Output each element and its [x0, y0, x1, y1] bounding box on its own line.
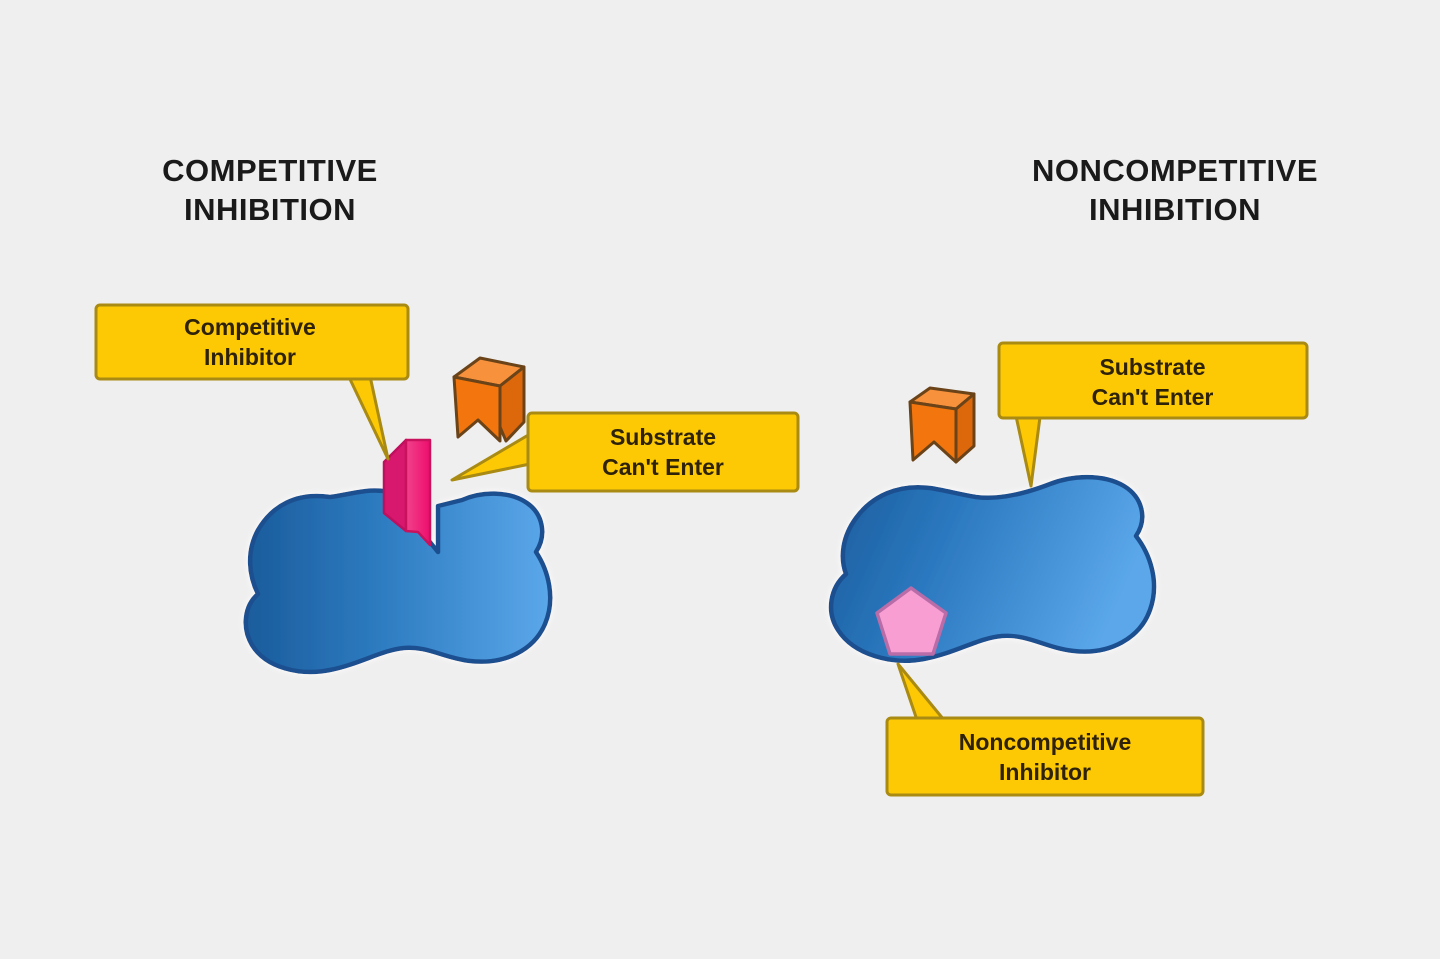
- enzyme-blob-left: [243, 488, 553, 675]
- callout-noncompetitive-inhibitor[interactable]: [885, 662, 1205, 797]
- callout-substrate-left[interactable]: [450, 411, 800, 493]
- callout-substrate-left-box: [526, 411, 800, 493]
- enzyme-left-group: [243, 488, 553, 675]
- callout-competitive-inhibitor-box: [94, 303, 410, 381]
- callout-competitive-inhibitor-tail: [346, 373, 390, 461]
- callout-substrate-right[interactable]: [997, 341, 1309, 488]
- noncompetitive-inhibitor-shape: [875, 586, 948, 656]
- panel-title-noncompetitive: NONCOMPETITIVE INHIBITION: [965, 152, 1385, 230]
- enzyme-right-group: [828, 474, 1157, 663]
- callout-substrate-right-tail: [1014, 414, 1042, 488]
- callout-noncompetitive-inhibitor-tail: [896, 662, 946, 722]
- enzyme-blob-right: [828, 474, 1157, 663]
- callout-substrate-right-box: [997, 341, 1309, 420]
- substrate-block-left: [452, 356, 526, 443]
- substrate-block-right: [908, 386, 976, 464]
- panel-title-competitive: COMPETITIVE INHIBITION: [110, 152, 430, 230]
- callout-noncompetitive-inhibitor-box: [885, 716, 1205, 797]
- substrate-right-front-face: [908, 400, 958, 464]
- panel-title-noncompetitive-line2: INHIBITION: [1088, 191, 1262, 227]
- callout-substrate-left-tail: [450, 432, 532, 482]
- panel-title-noncompetitive-line1: NONCOMPETITIVE: [1031, 153, 1318, 188]
- substrate-left-front-face: [452, 375, 502, 443]
- panel-title-competitive-line2: INHIBITION: [183, 191, 357, 227]
- competitive-inhibitor-front-face: [404, 438, 432, 547]
- competitive-inhibitor-wedge: [382, 438, 432, 547]
- noncompetitive-inhibitor-pentagon: [875, 586, 948, 656]
- panel-title-competitive-line1: COMPETITIVE: [162, 153, 378, 188]
- callout-competitive-inhibitor[interactable]: [94, 303, 410, 461]
